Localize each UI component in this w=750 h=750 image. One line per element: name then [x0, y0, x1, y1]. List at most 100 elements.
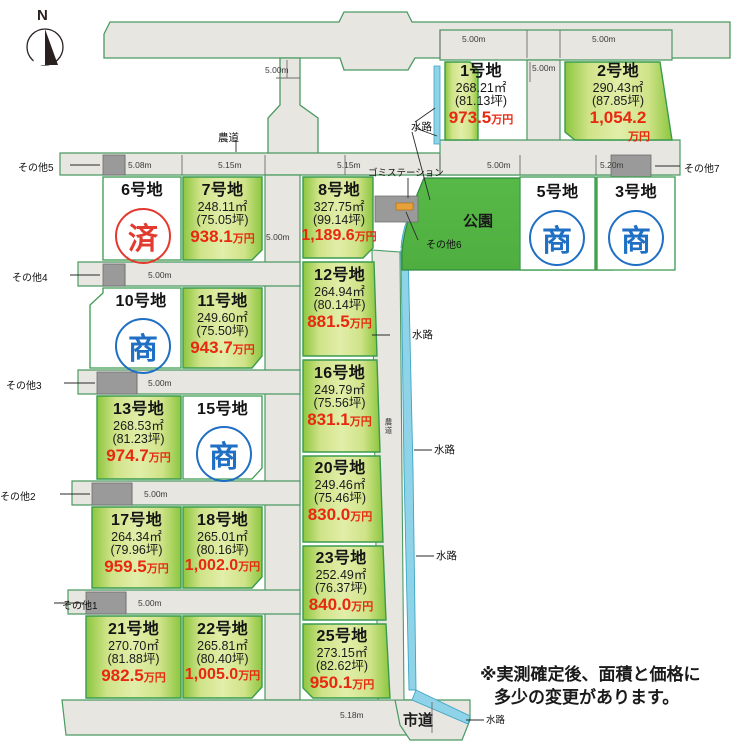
lot-22-name: 22号地 — [197, 621, 248, 638]
lot-10[interactable]: 10号地 — [100, 293, 182, 311]
lot-21[interactable]: 21号地 270.70㎡ (81.88坪) 982.5万円 — [86, 621, 181, 685]
lot-23[interactable]: 23号地 252.49㎡ (76.37坪) 840.0万円 — [300, 550, 382, 615]
lot-7[interactable]: 7号地 248.11㎡ (75.05坪) 938.1万円 — [183, 182, 262, 247]
lot-2-shape — [564, 61, 673, 141]
lot-22-shape — [182, 615, 263, 699]
farm-road-vertical-label: 農道 — [384, 418, 393, 435]
lot-2-area-sqm: 290.43㎡ — [592, 80, 644, 95]
lot-6[interactable]: 6号地 — [103, 182, 181, 200]
lot-17-price: 959.5万円 — [104, 557, 169, 577]
lot-21-area-tsubo: (81.88坪) — [107, 651, 160, 666]
lot-18-area-tsubo: (80.16坪) — [196, 542, 249, 557]
lot-8-price: 1,189.6万円 — [301, 227, 377, 245]
lot-13-shape — [96, 395, 182, 480]
disclaimer-line-2: 多少の変更があります。 — [494, 687, 680, 707]
other-1-label: その他1 — [62, 601, 98, 612]
lot-20-shape — [302, 455, 384, 543]
lot-8-shape — [302, 176, 374, 259]
other-2-shape — [91, 482, 133, 506]
lot-10-commercial-icon: 商 — [115, 318, 171, 374]
compass-icon — [26, 28, 64, 66]
lot-17-shape — [91, 506, 182, 589]
lot-18-area-sqm: 265.01㎡ — [197, 529, 248, 544]
lot-15-commercial-icon: 商 — [196, 426, 252, 482]
lot-10-name: 10号地 — [115, 293, 167, 310]
lot-8-area-tsubo: (99.14坪) — [312, 212, 366, 227]
compass-north-label: N — [37, 7, 48, 24]
lot-22[interactable]: 22号地 265.81㎡ (80.40坪) 1,005.0万円 — [183, 621, 262, 684]
lot-17[interactable]: 17号地 264.34㎡ (79.96坪) 959.5万円 — [92, 512, 181, 577]
lot-5-commercial-icon: 商 — [529, 210, 585, 266]
lot-20[interactable]: 20号地 249.46㎡ (75.46坪) 830.0万円 — [300, 460, 380, 524]
other-3-shape — [96, 371, 138, 395]
lot-16-area-sqm: 249.79㎡ — [314, 382, 365, 397]
lot-17-area-tsubo: (79.96坪) — [110, 542, 163, 557]
park-label: 公園 — [463, 213, 494, 230]
lot-16[interactable]: 16号地 249.79㎡ (75.56坪) 831.1万円 — [300, 365, 379, 429]
lot-23-area-tsubo: (76.37坪) — [314, 580, 368, 595]
dim-lot1-lot2: 5.00m — [532, 63, 556, 73]
lot-16-name: 16号地 — [314, 365, 365, 382]
dim-col-7-8: 5.00m — [266, 232, 290, 242]
lot-11-shape — [182, 287, 263, 369]
lot-11-name: 11号地 — [197, 293, 248, 310]
lot-8-name: 8号地 — [318, 182, 360, 199]
lot-6-name: 6号地 — [121, 182, 163, 199]
lot-22-area-sqm: 265.81㎡ — [197, 638, 248, 653]
lot-15[interactable]: 15号地 — [183, 401, 262, 419]
lot-22-area-tsubo: (80.40坪) — [196, 651, 249, 666]
dim-top-vertical: 5.00m — [265, 65, 289, 75]
lot-16-shape — [302, 359, 381, 453]
lot-8[interactable]: 8号地 327.75㎡ (99.14坪) 1,189.6万円 — [299, 182, 379, 245]
lot-11-price: 943.7万円 — [190, 338, 255, 358]
lot-12[interactable]: 12号地 264.94㎡ (80.14坪) 881.5万円 — [300, 267, 379, 331]
lot-12-shape — [302, 261, 378, 357]
lot-18-shape — [182, 506, 263, 589]
lot-3-commercial-icon: 商 — [608, 210, 664, 266]
dim-other1-row: 5.00m — [138, 598, 162, 608]
disclaimer-line-1: ※実測確定後、面積と価格に — [480, 665, 701, 684]
other-2-label: その他2 — [0, 492, 36, 503]
lot-22-price: 1,005.0万円 — [184, 666, 261, 684]
lot-13-price: 974.7万円 — [106, 446, 171, 466]
lot-1-area-sqm: 268.21㎡ — [455, 80, 507, 95]
water-bottom-label: 水路 — [486, 715, 506, 726]
disclaimer-note: ※実測確定後、面積と価格に 多少の変更があります。 — [480, 664, 701, 710]
lot-25-name: 25号地 — [316, 628, 368, 645]
lot-21-name: 21号地 — [108, 621, 159, 638]
lot-18-price: 1,002.0万円 — [184, 557, 261, 575]
lot-20-name: 20号地 — [314, 460, 366, 477]
lot-3[interactable]: 3号地 — [597, 184, 675, 202]
dim-other4-row: 5.00m — [148, 270, 172, 280]
lot-1-area-tsubo: (81.13坪) — [454, 93, 508, 108]
lot-25-area-sqm: 273.15㎡ — [316, 645, 368, 660]
lot-13[interactable]: 13号地 268.53㎡ (81.23坪) 974.7万円 — [96, 401, 181, 466]
dim-lot2-bottom: 5.20m — [600, 160, 624, 170]
lot-7-price: 938.1万円 — [190, 227, 255, 247]
other-4-shape — [102, 263, 126, 287]
dim-row1-right: 5.15m — [337, 160, 361, 170]
lot-13-name: 13号地 — [113, 401, 164, 418]
lot-12-area-tsubo: (80.14坪) — [313, 297, 366, 312]
lot-25-price: 950.1万円 — [309, 673, 375, 693]
road-network — [59, 11, 731, 741]
lot-11[interactable]: 11号地 249.60㎡ (75.50坪) 943.7万円 — [183, 293, 262, 358]
lot-25[interactable]: 25号地 273.15㎡ (82.62坪) 950.1万円 — [300, 628, 384, 693]
lot-20-area-sqm: 249.46㎡ — [314, 477, 366, 492]
lot-7-area-tsubo: (75.05坪) — [196, 212, 249, 227]
lot-11-area-sqm: 249.60㎡ — [197, 310, 248, 325]
lot-12-name: 12号地 — [314, 267, 365, 284]
lot-5[interactable]: 5号地 — [520, 184, 595, 202]
lot-25-shape — [302, 623, 391, 699]
lot-16-area-tsubo: (75.56坪) — [313, 395, 366, 410]
lot-18[interactable]: 18号地 265.01㎡ (80.16坪) 1,002.0万円 — [183, 512, 262, 575]
lot-13-area-sqm: 268.53㎡ — [113, 418, 164, 433]
other-6-label: その他6 — [426, 240, 462, 251]
lot-3-name: 3号地 — [615, 184, 657, 201]
other-parcels-shapes — [85, 154, 652, 615]
lot-1[interactable]: 1号地 268.21㎡ (81.13坪) 973.5万円 — [441, 63, 521, 127]
lot-23-price: 840.0万円 — [308, 595, 374, 615]
